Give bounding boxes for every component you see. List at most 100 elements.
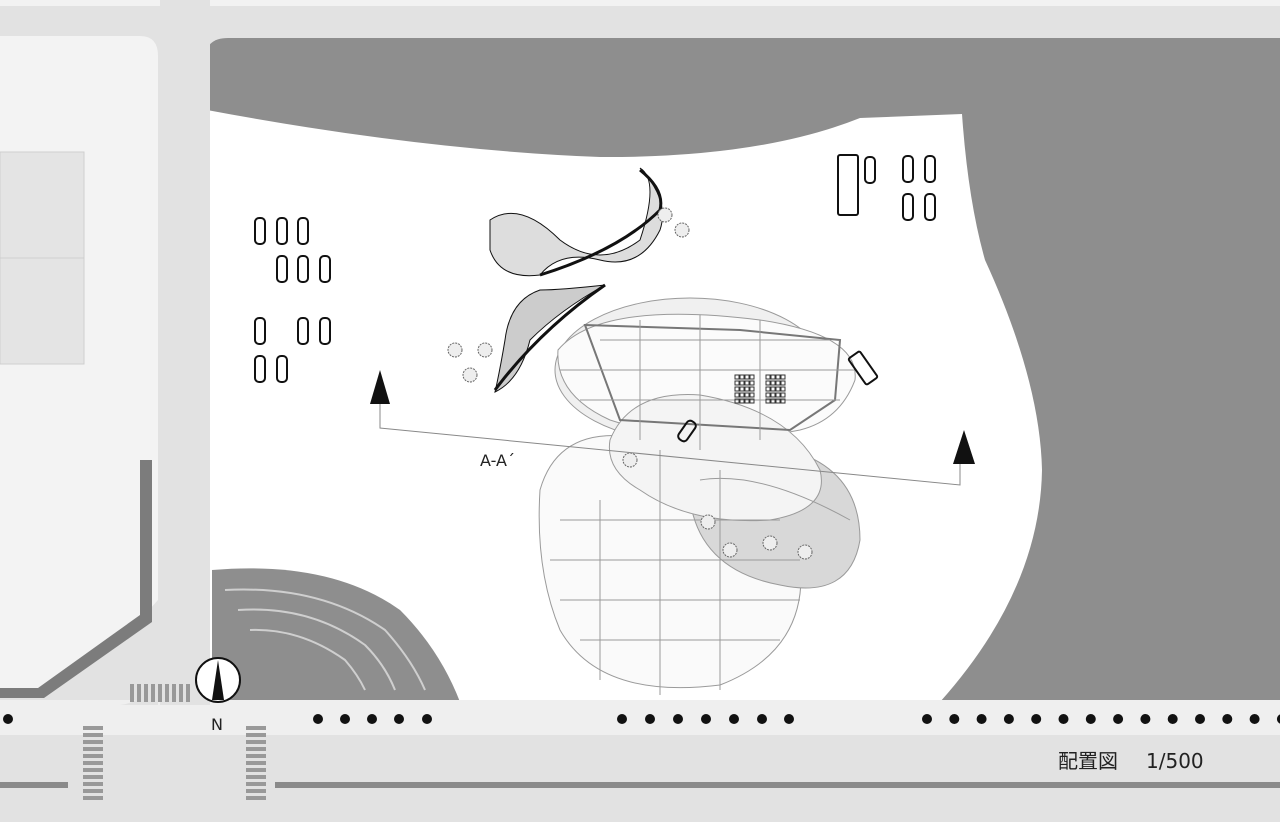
seat (739, 398, 745, 404)
bollard-dot (340, 714, 350, 724)
parked-cars (254, 154, 936, 383)
seat (744, 374, 750, 380)
trees (447, 207, 813, 560)
seat (780, 380, 786, 386)
road-center-line-left (0, 782, 68, 788)
seat (739, 386, 745, 392)
bollard-dot (313, 714, 323, 724)
north-arrow: N (195, 657, 241, 734)
upper-shell (557, 313, 856, 439)
crosswalk-stripe (83, 782, 103, 786)
seat (780, 398, 786, 404)
bollard-dot (1058, 714, 1069, 724)
seating (734, 374, 786, 404)
parked-car (319, 255, 331, 283)
bollard-dot (757, 714, 767, 724)
section-arrow-left (370, 370, 390, 404)
parked-car (276, 355, 288, 383)
road-center-line (275, 782, 1280, 788)
seat (775, 380, 781, 386)
drawing-title: 配置図 (1058, 749, 1118, 773)
tree (722, 542, 738, 558)
crosswalk-stripe (83, 789, 103, 793)
crosswalk-stripe (186, 684, 190, 702)
crosswalk-stripe (246, 754, 266, 758)
seat (749, 386, 755, 392)
crosswalk-stripe (130, 684, 134, 702)
mesh-ridge (493, 168, 663, 391)
seat (734, 374, 740, 380)
bollard-dot (1031, 714, 1042, 724)
bus (847, 350, 879, 386)
seat (734, 398, 740, 404)
car-in-hall (677, 419, 697, 443)
bollard-dot (1222, 714, 1233, 724)
crosswalk-stripe (83, 726, 103, 730)
crosswalk-stripe (83, 768, 103, 772)
parked-car (902, 193, 914, 221)
tree (797, 544, 813, 560)
parked-car (319, 317, 331, 345)
seat (780, 392, 786, 398)
crosswalk-stripe (246, 740, 266, 744)
seat (775, 398, 781, 404)
tree (762, 535, 778, 551)
tree (622, 452, 638, 468)
crosswalk-stripe (246, 782, 266, 786)
bollard-dot (1113, 714, 1124, 724)
crosswalk-stripe (246, 733, 266, 737)
left-dark-strip (0, 460, 152, 698)
crosswalk-stripe (83, 754, 103, 758)
bollard-dot (645, 714, 655, 724)
seat (734, 386, 740, 392)
seat (749, 392, 755, 398)
seat (770, 398, 776, 404)
seat (739, 374, 745, 380)
bollard-dot (422, 714, 432, 724)
seat (770, 374, 776, 380)
bollard-dot (949, 714, 960, 724)
vertical-road (160, 0, 210, 705)
fan-plaza-stripes (224, 588, 426, 691)
section-line (379, 400, 961, 486)
bollard-dot (922, 714, 932, 724)
bollard-dot (617, 714, 627, 724)
mesh-lower (494, 284, 606, 393)
parked-car (924, 193, 936, 221)
seat (744, 392, 750, 398)
seat (734, 392, 740, 398)
seat (765, 398, 771, 404)
crosswalk-stripe (246, 747, 266, 751)
bollard-dot (784, 714, 794, 724)
crosswalk-stripe (165, 684, 169, 702)
parked-car (297, 255, 309, 283)
parked-car (254, 217, 266, 245)
crosswalk-stripe (158, 684, 162, 702)
crosswalk-stripe (246, 796, 266, 800)
seat (765, 386, 771, 392)
top-road-edge (0, 0, 1280, 6)
tree (447, 342, 463, 358)
seat (775, 392, 781, 398)
tree (477, 342, 493, 358)
tree (462, 367, 478, 383)
bollards (3, 714, 1280, 724)
bollard-dot (1085, 714, 1096, 724)
seat (744, 386, 750, 392)
road-curb-left (120, 640, 159, 705)
grid-lines (550, 315, 855, 695)
sidewalk (0, 700, 1280, 735)
seat (739, 392, 745, 398)
section-line-path (379, 400, 961, 486)
parked-car (924, 155, 936, 183)
bollard-dot (1249, 714, 1260, 724)
bollard-dot (701, 714, 711, 724)
crosswalk-stripe (83, 761, 103, 765)
seat (780, 374, 786, 380)
bollard-dot (673, 714, 683, 724)
seat (770, 380, 776, 386)
crosswalk-stripe (246, 761, 266, 765)
parked-car (297, 217, 309, 245)
seat (770, 386, 776, 392)
